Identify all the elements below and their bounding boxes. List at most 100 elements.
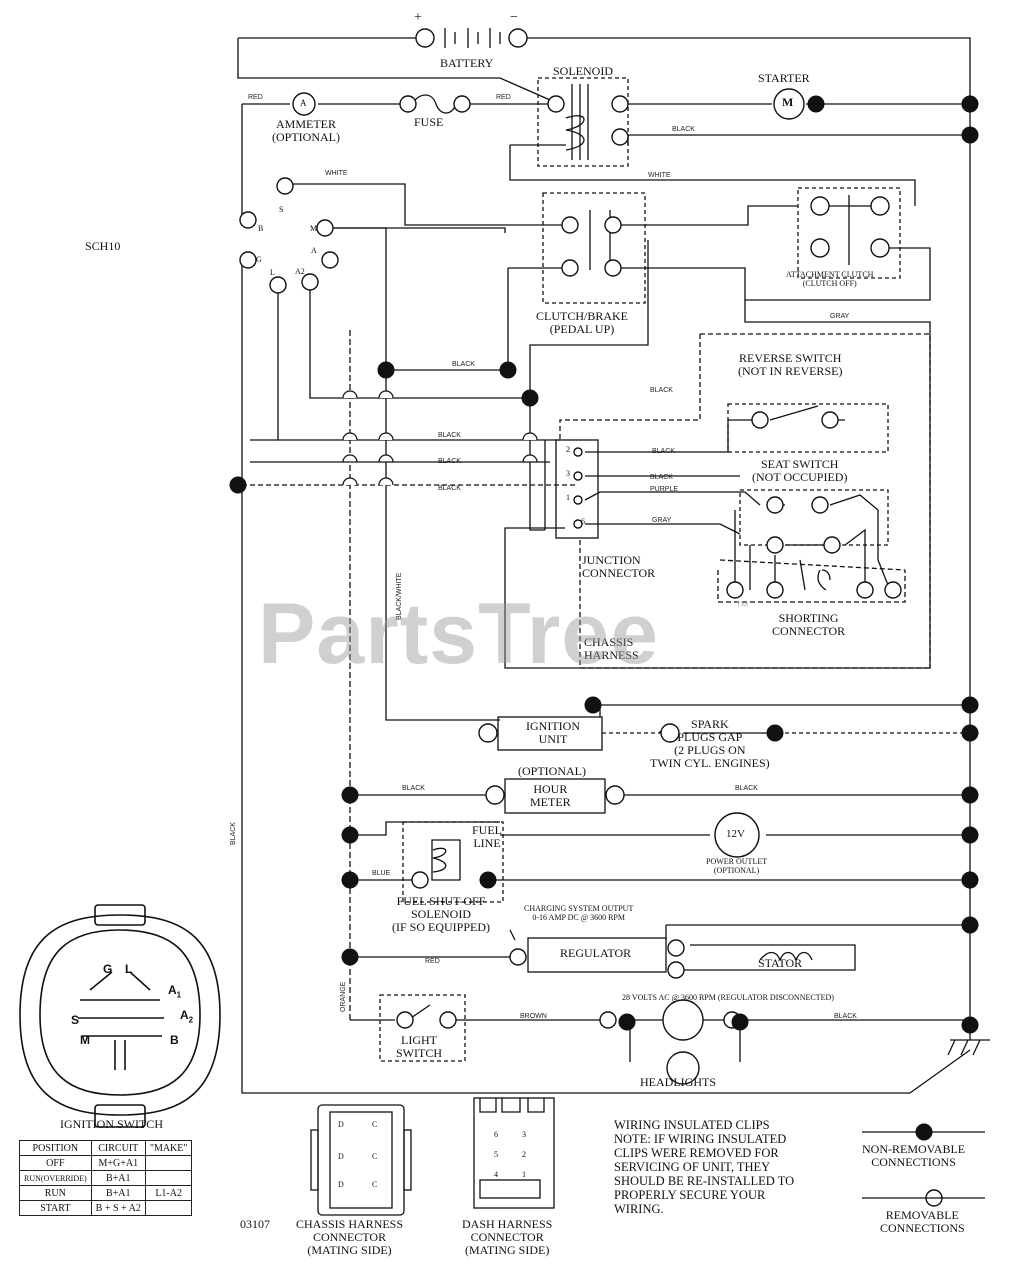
fuel-line-label: FUEL LINE <box>472 823 502 850</box>
wire-label-gray: GRAY <box>830 313 850 320</box>
table-header-row: POSITION CIRCUIT "MAKE" <box>19 1140 193 1156</box>
switch-face-a1: A1 <box>168 983 182 1000</box>
dash-pin: 4 <box>494 1170 498 1179</box>
wire-label-red: RED <box>248 94 263 101</box>
spark-plugs-label: SPARK PLUGS GAP (2 PLUGS ON TWIN CYL. EN… <box>650 717 770 770</box>
wire-label-black-chassis: BLACK <box>230 822 237 845</box>
dash-pin: 5 <box>494 1150 498 1159</box>
wire-label-red-2: RED <box>496 94 511 101</box>
wire-label-red-3: RED <box>425 958 440 965</box>
table-row: OFF M+G+A1 <box>19 1155 193 1171</box>
ignition-switch-table: POSITION CIRCUIT "MAKE" OFF M+G+A1 RUN(O… <box>19 1140 193 1216</box>
chassis-pin: D <box>338 1180 344 1189</box>
table-cell: M+G+A1 <box>90 1155 146 1171</box>
attachment-clutch-label: ATTACHMENT CLUTCH (CLUTCH OFF) <box>786 270 874 288</box>
wire-label-black-4: BLACK <box>438 458 461 465</box>
table-header: CIRCUIT <box>90 1140 146 1156</box>
wire-label-black-starter: BLACK <box>672 126 695 133</box>
switch-face-b: B <box>170 1033 179 1047</box>
watermark: PartsTree <box>258 586 660 682</box>
hour-meter-label: HOUR METER <box>530 782 571 809</box>
legend-removable: REMOVABLE CONNECTIONS <box>880 1208 965 1235</box>
switch-face-m: M <box>80 1033 90 1047</box>
battery-minus-sign: − <box>510 10 518 25</box>
dash-pin: 6 <box>494 1130 498 1139</box>
battery-label: BATTERY <box>440 56 494 70</box>
wire-label-black-1: BLACK <box>452 361 475 368</box>
wire-label-black-2: BLACK <box>650 387 673 394</box>
seat-switch-label: SEAT SWITCH (NOT OCCUPIED) <box>752 457 848 484</box>
ignition-terminal-m: M <box>310 224 318 233</box>
junction-pin-3: 3 <box>566 469 570 478</box>
headlights-label: HEADLIGHTS <box>640 1075 716 1089</box>
dash-pin: 2 <box>522 1150 526 1159</box>
stator-output-label: 28 VOLTS AC @ 3600 RPM (REGULATOR DISCON… <box>622 993 834 1002</box>
ignition-terminal-a: A <box>311 246 317 255</box>
battery-plus-sign: + <box>414 10 422 25</box>
hour-meter-optional: (OPTIONAL) <box>518 764 586 778</box>
chassis-pin: D <box>338 1120 344 1129</box>
ignition-terminal-g: G <box>256 255 262 264</box>
table-row: RUN(OVERRIDE) B+A1 <box>19 1170 193 1186</box>
table-header: POSITION <box>19 1140 92 1156</box>
ignition-terminal-l: L <box>270 268 275 277</box>
chassis-pin: D <box>338 1152 344 1161</box>
diagram-code: SCH10 <box>85 239 121 253</box>
light-switch-label: LIGHT SWITCH <box>396 1033 442 1060</box>
part-number: 03107 <box>240 1217 270 1231</box>
junction-pin-2: 2 <box>566 445 570 454</box>
dash-pin: 1 <box>522 1170 526 1179</box>
fuel-shutoff-label: FUEL SHUT-OFF SOLENOID (IF SO EQUIPPED) <box>392 894 491 934</box>
dash-pin: 3 <box>522 1130 526 1139</box>
shorting-connector-label: SHORTING CONNECTOR <box>772 611 846 638</box>
charging-output-label: CHARGING SYSTEM OUTPUT 0-16 AMP DC @ 360… <box>524 904 634 922</box>
chassis-pin: C <box>372 1120 378 1129</box>
switch-face-g: G <box>103 962 113 976</box>
ignition-terminal-b: B <box>258 224 264 233</box>
table-cell: B + S + A2 <box>90 1200 146 1216</box>
chassis-pin: C <box>372 1152 378 1161</box>
ammeter-symbol: A <box>300 98 307 108</box>
junction-connector-label: JUNCTION CONNECTOR <box>582 553 656 580</box>
wire-label-gray-2: GRAY <box>652 517 672 524</box>
starter-motor-symbol: M <box>782 95 794 109</box>
starter-label: STARTER <box>758 71 810 85</box>
wire-label-black-6: BLACK <box>652 448 675 455</box>
wire-label-black-headlight: BLACK <box>834 1013 857 1020</box>
table-cell: B+A1 <box>90 1170 146 1186</box>
wire-label-white-2: WHITE <box>648 172 671 179</box>
chassis-pin: C <box>372 1180 378 1189</box>
wire-label-brown: BROWN <box>520 1013 547 1020</box>
switch-face-a2: A2 <box>180 1008 194 1025</box>
table-row: START B + S + A2 <box>19 1200 193 1216</box>
wire-label-black-hour-2: BLACK <box>735 785 758 792</box>
fuse-label: FUSE <box>414 115 444 129</box>
table-row: RUN B+A1 L1-A2 <box>19 1185 193 1201</box>
table-cell <box>144 1200 193 1216</box>
chassis-harness-label: CHASSIS HARNESS <box>584 635 639 662</box>
table-cell: RUN <box>19 1185 92 1201</box>
switch-face-l: L <box>125 962 133 976</box>
clutch-brake-label: CLUTCH/BRAKE (PEDAL UP) <box>536 309 629 336</box>
ignition-terminal-a2: A2 <box>295 267 305 276</box>
dash-harness-connector-label: DASH HARNESS CONNECTOR (MATING SIDE) <box>462 1217 553 1257</box>
junction-pin-1: 1 <box>566 493 570 502</box>
switch-face-s: S <box>71 1013 80 1027</box>
watermark-trademark: ™ <box>735 598 749 614</box>
wire-label-blue: BLUE <box>372 870 391 877</box>
junction-pin-6: 6 <box>581 517 585 526</box>
table-cell: OFF <box>19 1155 92 1171</box>
table-cell <box>144 1170 193 1186</box>
table-cell <box>144 1155 193 1171</box>
legend-non-removable: NON-REMOVABLE CONNECTIONS <box>862 1142 966 1169</box>
table-cell: B+A1 <box>90 1185 146 1201</box>
wire-label-black-hour-1: BLACK <box>402 785 425 792</box>
ignition-unit-label: IGNITION UNIT <box>526 719 580 746</box>
wiring-clips-note: WIRING INSULATED CLIPS NOTE: IF WIRING I… <box>614 1118 795 1216</box>
power-outlet-symbol: 12V <box>726 828 745 840</box>
wire-label-black-5: BLACK <box>438 485 461 492</box>
table-cell: START <box>19 1200 92 1216</box>
solenoid-label: SOLENOID <box>553 64 613 78</box>
regulator-label: REGULATOR <box>560 946 632 960</box>
